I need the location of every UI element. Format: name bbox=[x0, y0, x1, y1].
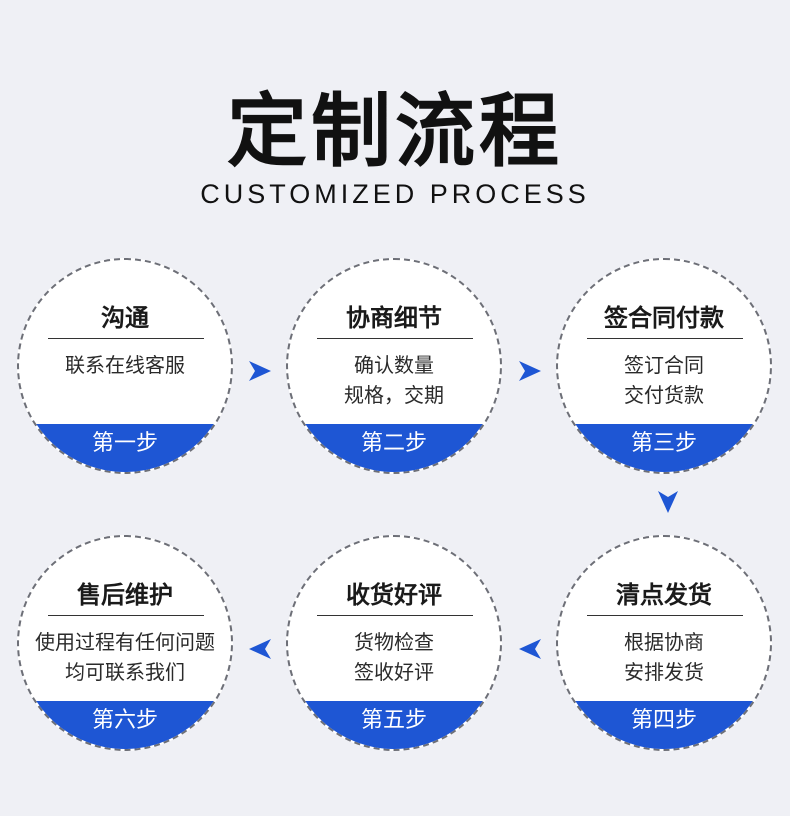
step-description-line: 规格，交期 bbox=[344, 383, 444, 407]
step-description-line: 根据协商 bbox=[624, 630, 704, 654]
step-description: 签订合同 交付货款 bbox=[558, 350, 770, 410]
step-circle: 售后维护 使用过程有任何问题 均可联系我们 第六步 bbox=[17, 535, 233, 751]
step-label-band bbox=[288, 701, 500, 749]
page-title: 定制流程 bbox=[227, 85, 563, 178]
page-subtitle: CUSTOMIZED PROCESS bbox=[200, 179, 590, 209]
step-label-band bbox=[19, 424, 231, 472]
title-divider bbox=[48, 338, 204, 339]
step-3: 签合同付款 签订合同 交付货款 第三步 bbox=[556, 258, 772, 474]
step-description-line: 签订合同 bbox=[624, 353, 704, 377]
step-circle: 签合同付款 签订合同 交付货款 第三步 bbox=[556, 258, 772, 474]
step-title: 沟通 bbox=[101, 304, 149, 332]
step-title: 收货好评 bbox=[346, 581, 442, 609]
step-label-band bbox=[288, 424, 500, 472]
step-description-line: 确认数量 bbox=[354, 353, 434, 377]
step-label-band bbox=[558, 701, 770, 749]
step-description-line: 安排发货 bbox=[624, 660, 704, 684]
step-description: 货物检查 签收好评 bbox=[288, 627, 500, 687]
step-label: 第一步 bbox=[91, 431, 158, 456]
step-label: 第五步 bbox=[360, 708, 427, 733]
step-description: 确认数量 规格，交期 bbox=[288, 350, 500, 410]
step-circle: 清点发货 根据协商 安排发货 第四步 bbox=[556, 535, 772, 751]
step-title: 清点发货 bbox=[616, 581, 712, 609]
step-description-line: 使用过程有任何问题 bbox=[35, 630, 215, 654]
step-label: 第四步 bbox=[630, 708, 697, 733]
step-label-band bbox=[558, 424, 770, 472]
step-description: 使用过程有任何问题 均可联系我们 bbox=[19, 627, 231, 687]
step-1: 沟通 联系在线客服 第一步 bbox=[17, 258, 233, 474]
step-title: 签合同付款 bbox=[604, 304, 724, 332]
step-title: 协商细节 bbox=[346, 304, 442, 332]
arrow-left-icon bbox=[517, 636, 543, 662]
step-description-line: 均可联系我们 bbox=[65, 660, 185, 684]
step-circle: 协商细节 确认数量 规格，交期 第二步 bbox=[286, 258, 502, 474]
arrow-right-icon bbox=[247, 358, 273, 384]
step-6: 售后维护 使用过程有任何问题 均可联系我们 第六步 bbox=[17, 535, 233, 751]
title-divider bbox=[48, 615, 204, 616]
step-label: 第六步 bbox=[91, 708, 158, 733]
step-title: 售后维护 bbox=[77, 581, 173, 609]
title-divider bbox=[587, 338, 743, 339]
title-divider bbox=[317, 615, 473, 616]
step-description: 根据协商 安排发货 bbox=[558, 627, 770, 687]
title-divider bbox=[317, 338, 473, 339]
arrow-down-icon bbox=[655, 489, 681, 515]
step-2: 协商细节 确认数量 规格，交期 第二步 bbox=[286, 258, 502, 474]
arrow-right-icon bbox=[517, 358, 543, 384]
step-circle: 沟通 联系在线客服 第一步 bbox=[17, 258, 233, 474]
step-circle: 收货好评 货物检查 签收好评 第五步 bbox=[286, 535, 502, 751]
step-description-line: 货物检查 bbox=[354, 630, 434, 654]
step-5: 收货好评 货物检查 签收好评 第五步 bbox=[286, 535, 502, 751]
step-description-line: 联系在线客服 bbox=[65, 353, 185, 377]
step-description: 联系在线客服 bbox=[19, 350, 231, 380]
step-label-band bbox=[19, 701, 231, 749]
arrow-left-icon bbox=[247, 636, 273, 662]
step-4: 清点发货 根据协商 安排发货 第四步 bbox=[556, 535, 772, 751]
step-label: 第三步 bbox=[630, 431, 697, 456]
step-description-line: 签收好评 bbox=[354, 660, 434, 684]
step-description-line: 交付货款 bbox=[624, 383, 704, 407]
step-label: 第二步 bbox=[360, 431, 427, 456]
title-divider bbox=[587, 615, 743, 616]
